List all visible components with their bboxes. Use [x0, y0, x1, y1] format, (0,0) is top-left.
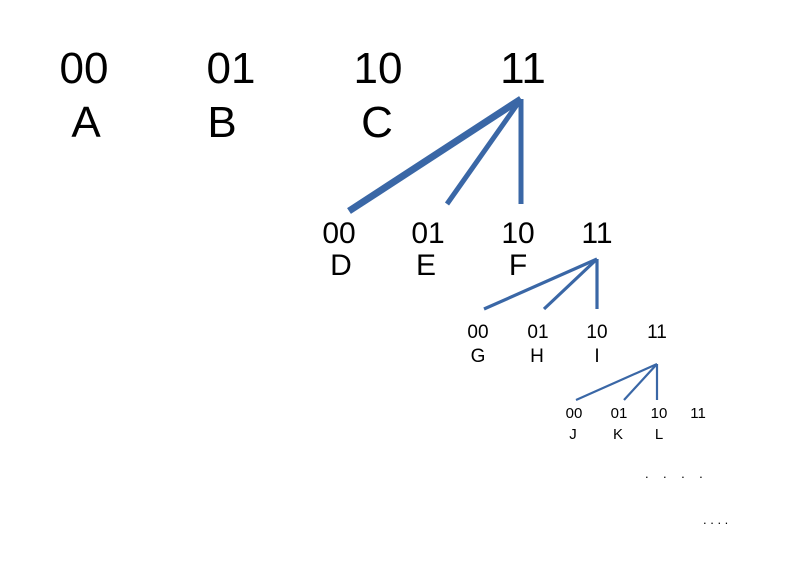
edge-11-to-01	[444, 97, 524, 206]
level2-code-00: 00	[467, 322, 489, 343]
level3-code-10: 10	[650, 405, 668, 422]
level3-symbol-l: L	[654, 426, 664, 443]
level2-code-11: 11	[647, 322, 667, 343]
level1-code-01: 01	[411, 217, 445, 250]
edge-group	[347, 96, 659, 402]
edge-1111-to-01	[542, 257, 599, 311]
level1-symbol-e: E	[415, 249, 437, 282]
level0-symbol-c: C	[361, 98, 393, 147]
level1-code-00: 00	[322, 217, 356, 250]
ellipsis-row-1: . . . .	[645, 466, 703, 481]
level2-symbol-g: G	[470, 346, 486, 367]
level0-code-11: 11	[500, 44, 546, 93]
ellipsis-row-2: . . . .	[703, 512, 729, 527]
level1-symbol-f: F	[508, 249, 528, 282]
level1-code-11: 11	[581, 217, 613, 250]
edge-11-to-00	[347, 96, 523, 214]
level0-symbol-b: B	[207, 98, 237, 147]
level3-symbol-j: J	[569, 426, 577, 443]
level0-code-10: 10	[353, 44, 403, 93]
level2-symbol-h: H	[530, 346, 544, 367]
level2-code-01: 01	[527, 322, 549, 343]
level0-code-01: 01	[206, 44, 256, 93]
level3-code-00: 00	[565, 405, 583, 422]
level0-symbol-a: A	[71, 98, 101, 147]
level1-code-10: 10	[501, 217, 535, 250]
level3-code-11: 11	[690, 405, 706, 422]
level1-symbol-d: D	[330, 249, 352, 282]
edge-111111-to-00	[575, 362, 658, 402]
edge-1111-to-00	[483, 257, 598, 311]
level3-code-01: 01	[610, 405, 628, 422]
level2-symbol-i: I	[594, 346, 600, 367]
level0-code-00: 00	[59, 44, 109, 93]
edge-111111-to-01	[623, 363, 658, 401]
level2-code-10: 10	[586, 322, 608, 343]
level3-symbol-k: K	[612, 426, 624, 443]
